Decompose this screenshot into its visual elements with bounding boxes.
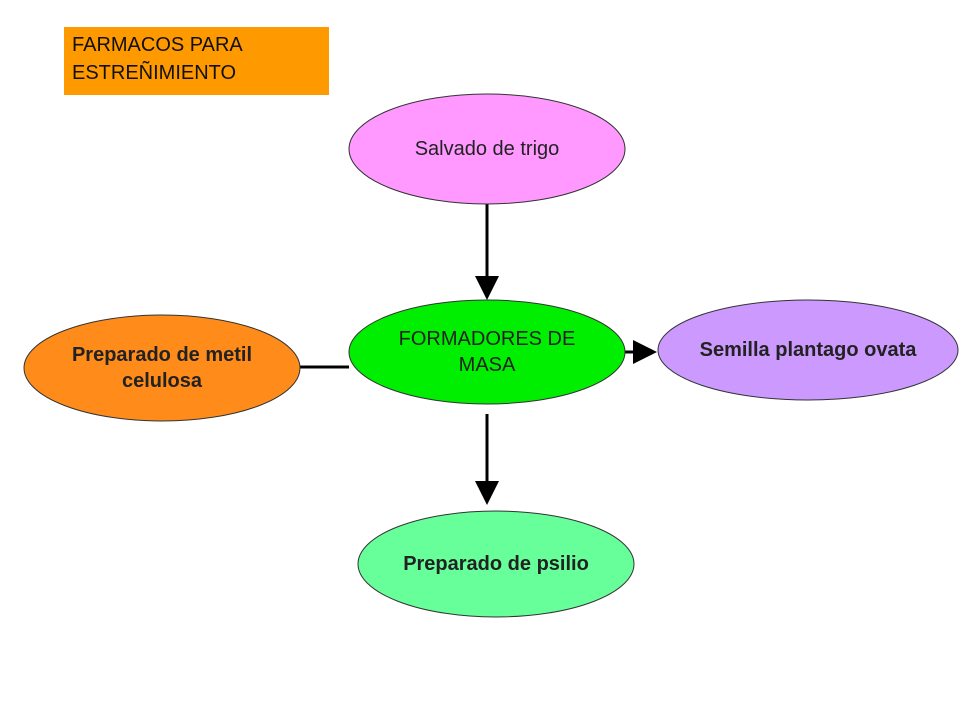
node-semilla-plantago-ovata	[657, 299, 959, 401]
node-preparado-de-psilio	[357, 510, 635, 618]
title-line-1: FARMACOS PARA	[72, 34, 243, 56]
diagram-title: FARMACOS PARA ESTREÑIMIENTO	[64, 27, 329, 95]
node-preparado-metil-celulosa	[23, 314, 301, 422]
node-formadores-de-masa	[348, 299, 626, 405]
title-line-2: ESTREÑIMIENTO	[72, 62, 237, 84]
node-salvado-de-trigo	[348, 93, 626, 205]
